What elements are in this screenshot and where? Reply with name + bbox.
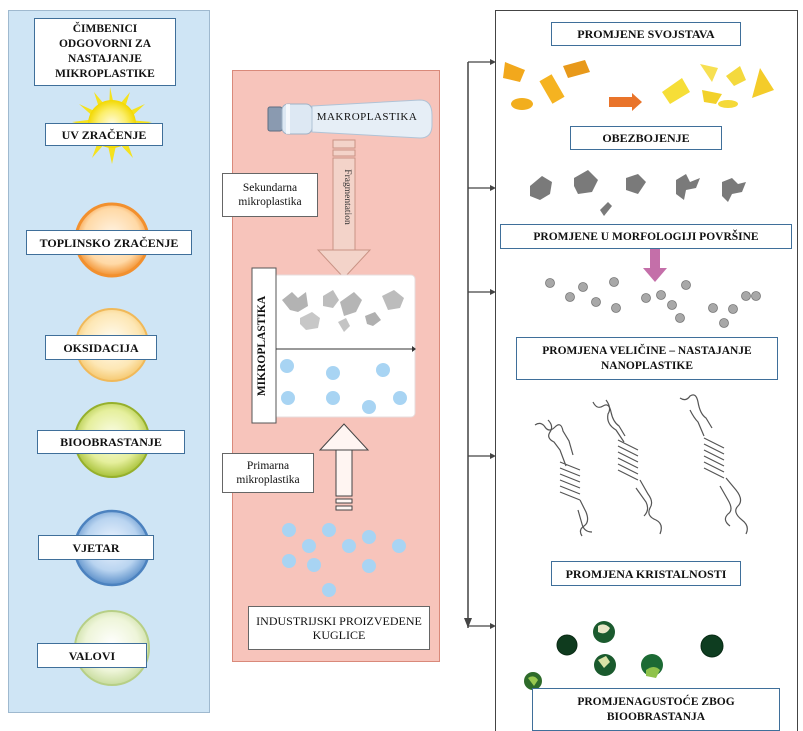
secondary-microplastic-label: Sekundarna mikroplastika	[222, 173, 318, 217]
fragmentation-arrow	[316, 139, 372, 279]
industrial-beads	[282, 523, 406, 597]
bottle-icon	[267, 99, 433, 139]
factor-oxidation: OKSIDACIJA	[45, 335, 157, 360]
factor-waves: VALOVI	[37, 643, 147, 668]
size-change-arrow	[643, 249, 667, 282]
discoloration-illustration	[503, 60, 774, 111]
primary-microplastic-label: Primarna mikroplastika	[222, 453, 314, 493]
step-size-nanoplastic: PROMJENA VELIČINE – NASTAJANJE NANOPLAST…	[516, 337, 778, 380]
primary-arrow	[318, 423, 370, 511]
step-density-biofouling: PROMJENAGUSTOĆE ZBOG BIOOBRASTANJA	[532, 688, 780, 731]
nanoplastic-dots	[545, 277, 761, 328]
changes-title: PROMJENE SVOJSTAVA	[551, 22, 741, 46]
factor-wind: VJETAR	[38, 535, 154, 560]
step-surface-morphology: PROMJENE U MORFOLOGIJI POVRŠINE	[500, 224, 792, 249]
factor-biofouling: BIOOBRASTANJE	[37, 430, 185, 454]
industrial-beads-label: INDUSTRIJSKI PROIZVEDENE KUGLICE	[248, 606, 430, 650]
macroplastic-label: MAKROPLASTIKA	[316, 111, 418, 123]
factors-title: ČIMBENICI ODGOVORNI ZA NASTAJANJE MIKROP…	[34, 18, 176, 86]
factor-uv: UV ZRAČENJE	[45, 123, 163, 146]
density-illustration	[524, 621, 724, 690]
morphology-illustration	[530, 170, 746, 216]
factor-thermal: TOPLINSKO ZRAČENJE	[26, 230, 192, 255]
step-crystallinity: PROMJENA KRISTALNOSTI	[551, 561, 741, 586]
step-discoloration: OBEZBOJENJE	[570, 126, 722, 150]
microplastic-box	[251, 267, 416, 424]
crystallinity-illustration	[534, 394, 748, 537]
